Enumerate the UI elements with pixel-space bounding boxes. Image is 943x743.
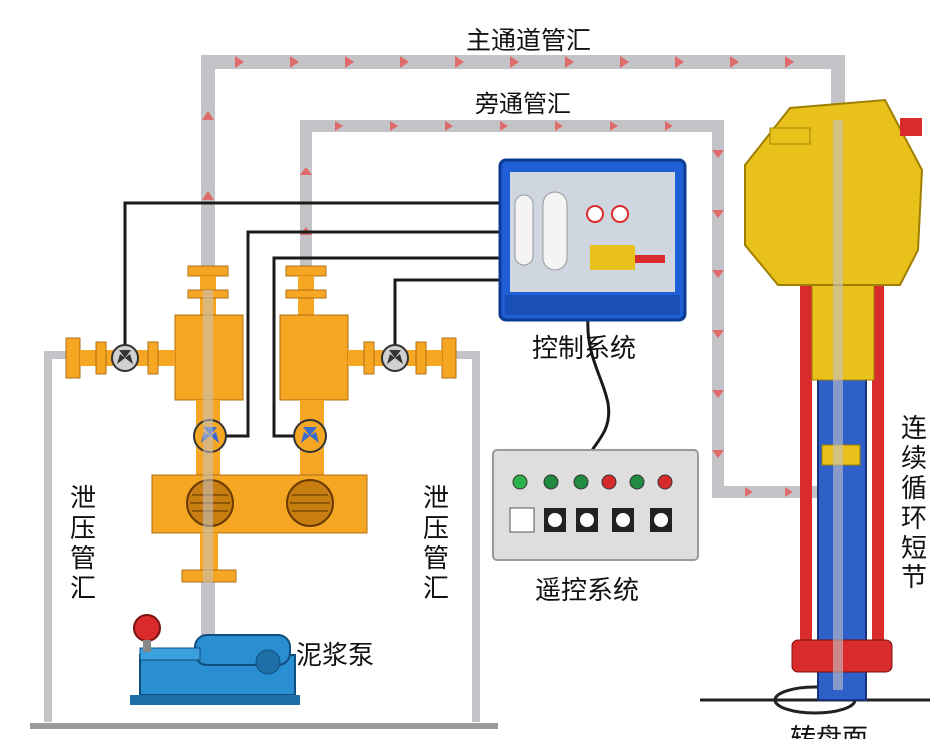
label-bypass-manifold: 旁通管汇 xyxy=(475,90,571,118)
selector-switch-icon xyxy=(544,508,672,532)
bypass-manifold-pipe xyxy=(300,120,820,498)
remote-control-panel xyxy=(492,449,699,561)
label-control-system: 控制系统 xyxy=(532,334,637,364)
mud-pump xyxy=(130,614,300,705)
gauge-icon xyxy=(509,507,535,533)
label-circulation-sub: 连续循环短节 xyxy=(900,414,927,594)
butterfly-valve-icon xyxy=(111,344,409,453)
gauge-icon xyxy=(586,205,604,223)
relief-manifold-pipes xyxy=(30,351,498,729)
indicator-light-icon xyxy=(512,474,673,490)
label-relief-manifold-right: 泄压管汇 xyxy=(422,484,449,604)
label-mud-pump: 泥浆泵 xyxy=(296,641,375,671)
label-remote-system: 遥控系统 xyxy=(535,576,640,606)
continuous-circulation-sub xyxy=(700,98,930,715)
control-system-box xyxy=(498,158,687,322)
label-main-manifold: 主通道管汇 xyxy=(466,26,592,55)
label-relief-manifold-left: 泄压管汇 xyxy=(69,484,96,604)
gauge-icon xyxy=(611,205,629,223)
